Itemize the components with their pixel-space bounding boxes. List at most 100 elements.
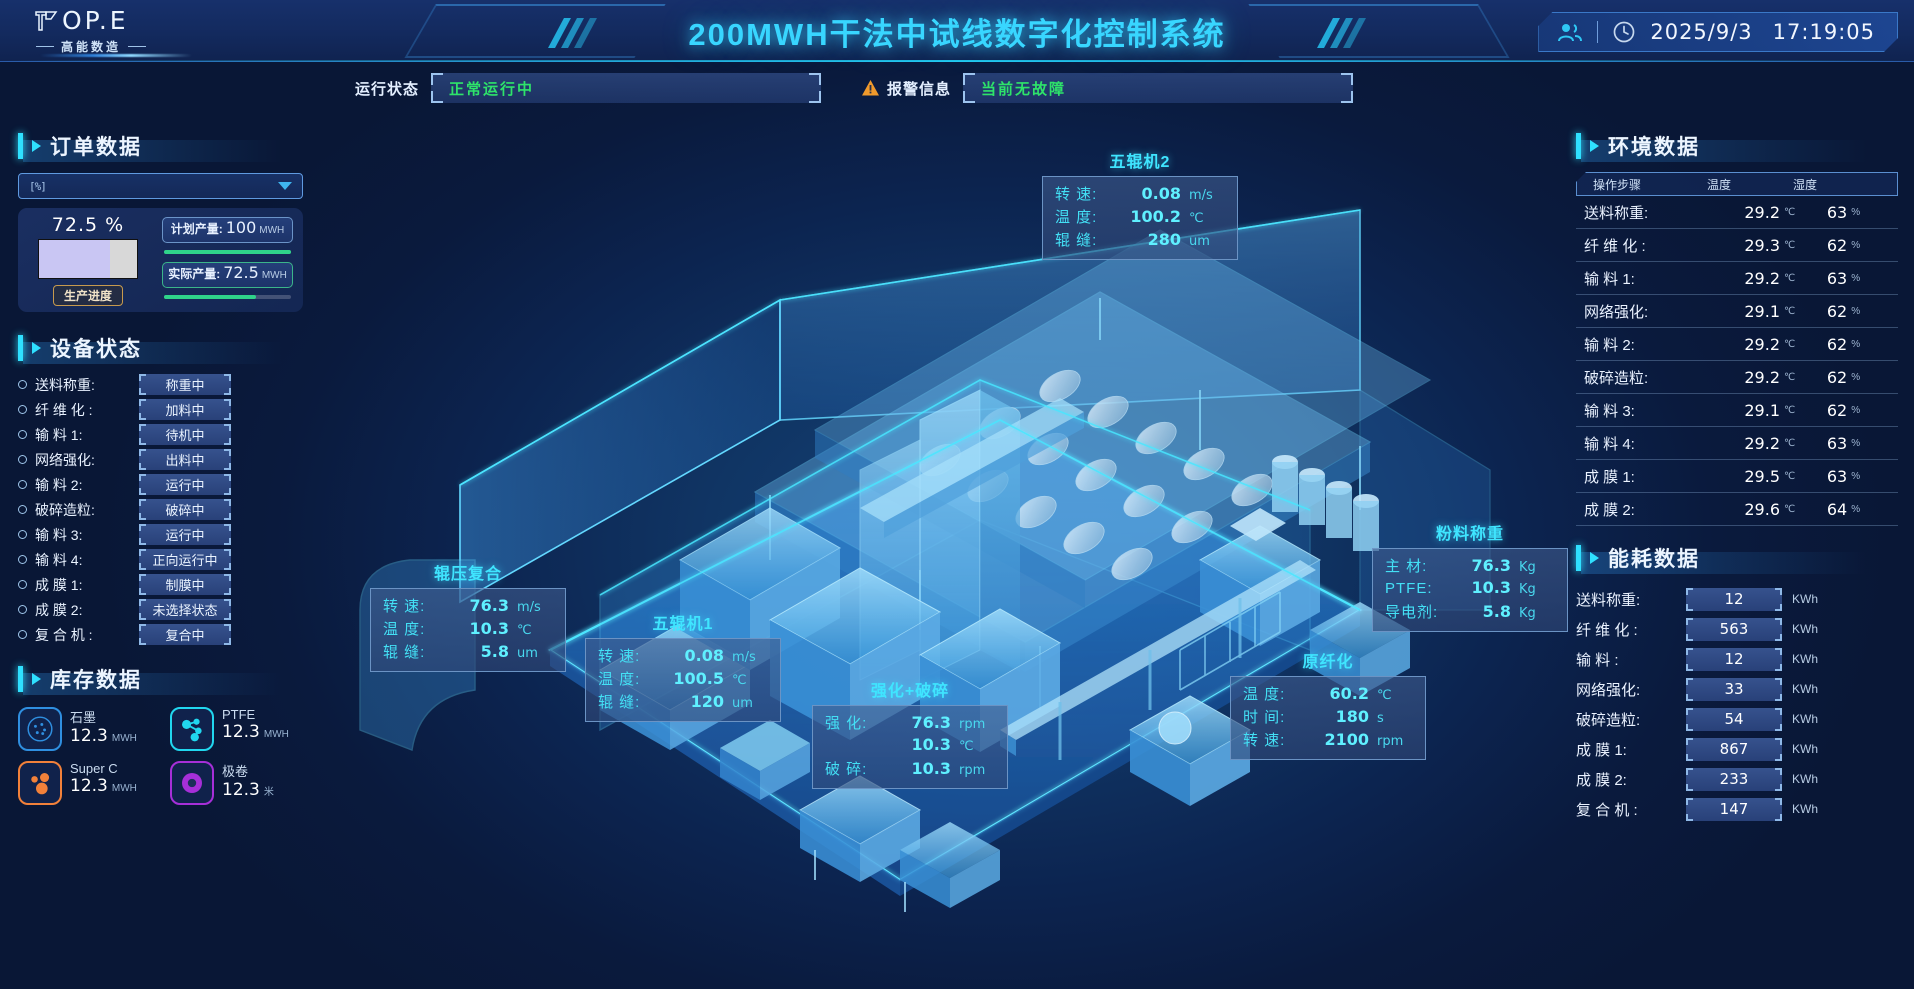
users-icon[interactable] [1557, 21, 1583, 43]
warning-icon [862, 80, 880, 96]
equipment-state-text: 未选择状态 [152, 603, 218, 618]
env-temperature: 29.2 [1744, 367, 1780, 387]
title-slashes-left [548, 18, 597, 48]
expand-arrow-icon[interactable] [32, 140, 41, 152]
energy-panel-header: 能耗数据 [1576, 540, 1906, 576]
card-metric-value: 120 [690, 692, 724, 711]
clock-icon [1612, 20, 1636, 44]
inventory-value: 12.3 [70, 726, 108, 746]
equipment-row: 复 合 机 :复合中 [18, 622, 318, 647]
card-metric-value: 100.5 [673, 669, 724, 688]
brand-logo[interactable]: OP.E 高能数造 [34, 6, 194, 58]
order-select-value: [%] [29, 179, 47, 193]
current-time: 17:19:05 [1772, 20, 1875, 44]
energy-value: 12 [1724, 590, 1744, 608]
energy-value-box[interactable]: 867 [1686, 737, 1782, 761]
energy-name: 纤 维 化 : [1576, 621, 1638, 639]
energy-panel-title: 能耗数据 [1608, 548, 1700, 571]
energy-name: 成 膜 2: [1576, 771, 1627, 789]
equipment-state-badge[interactable]: 出料中 [139, 449, 231, 470]
inventory-name: PTFE [222, 707, 256, 722]
card-metric-unit: rpm [959, 717, 986, 732]
card-metric-unit: rpm [1377, 734, 1404, 749]
energy-value-box[interactable]: 12 [1686, 587, 1782, 611]
inventory-name: Super C [70, 761, 118, 776]
card-title: 粉料称重 [1435, 526, 1504, 543]
transfer-carts [798, 775, 1000, 912]
card-metric-row: 温 度:100.2℃ [1055, 206, 1225, 229]
card-metric-row: 温 度:60.2℃ [1243, 683, 1413, 706]
energy-value-box[interactable]: 54 [1686, 707, 1782, 731]
order-panel-title: 订单数据 [50, 136, 142, 159]
card-metric-unit: rpm [959, 763, 986, 778]
env-temperature: 29.2 [1744, 334, 1780, 354]
equipment-state-badge[interactable]: 待机中 [139, 424, 231, 445]
env-hum-unit: % [1851, 272, 1861, 284]
equipment-state-badge[interactable]: 破碎中 [139, 499, 231, 520]
card-metric-value: 100.2 [1130, 207, 1181, 226]
equipment-state-badge[interactable]: 正向运行中 [139, 549, 231, 570]
expand-arrow-icon[interactable] [32, 342, 41, 354]
equipment-state-badge[interactable]: 运行中 [139, 524, 231, 545]
env-temp-unit: ℃ [1784, 437, 1796, 449]
energy-value: 147 [1719, 800, 1749, 818]
equipment-state-badge[interactable]: 运行中 [139, 474, 231, 495]
card-metric-value: 76.3 [1471, 556, 1511, 575]
card-title: 强化+破碎 [870, 683, 950, 700]
energy-unit: KWh [1792, 592, 1819, 606]
equipment-state-text: 称重中 [165, 378, 205, 393]
equipment-state-badge[interactable]: 称重中 [139, 374, 231, 395]
chevron-down-icon[interactable] [278, 182, 292, 190]
energy-unit: KWh [1792, 622, 1819, 636]
equipment-state-badge[interactable]: 复合中 [139, 624, 231, 645]
energy-value-box[interactable]: 147 [1686, 797, 1782, 821]
env-humidity: 62 [1826, 367, 1848, 387]
card-metric-unit: um [732, 696, 753, 711]
expand-arrow-icon[interactable] [1590, 552, 1599, 564]
energy-value-box[interactable]: 563 [1686, 617, 1782, 641]
env-hum-unit: % [1851, 371, 1861, 383]
equipment-state-badge[interactable]: 未选择状态 [139, 599, 231, 620]
equipment-state-text: 出料中 [165, 453, 205, 468]
run-status-value: 正常运行中 [449, 80, 535, 98]
equipment-state-text: 待机中 [165, 428, 205, 443]
expand-arrow-icon[interactable] [1590, 140, 1599, 152]
equipment-state-badge[interactable]: 加料中 [139, 399, 231, 420]
energy-value-box[interactable]: 12 [1686, 647, 1782, 671]
energy-value: 33 [1724, 680, 1744, 698]
status-indicator-icon [18, 480, 27, 489]
order-select[interactable]: [%] [18, 173, 303, 199]
env-step: 破碎造粒: [1584, 369, 1649, 387]
inventory-name: 石墨 [70, 710, 97, 725]
energy-value-box[interactable]: 33 [1686, 677, 1782, 701]
equipment-state-badge[interactable]: 制膜中 [139, 574, 231, 595]
energy-value-box[interactable]: 233 [1686, 767, 1782, 791]
env-humidity: 63 [1826, 268, 1848, 288]
card-metric-unit: ℃ [959, 739, 974, 754]
env-step: 送料称重: [1584, 204, 1649, 222]
env-humidity: 63 [1826, 433, 1848, 453]
card-metric-label: 辊 缝: [383, 644, 426, 661]
progress-tag: 生产进度 [52, 285, 123, 306]
expand-arrow-icon[interactable] [32, 673, 41, 685]
env-temperature: 29.2 [1744, 202, 1780, 222]
